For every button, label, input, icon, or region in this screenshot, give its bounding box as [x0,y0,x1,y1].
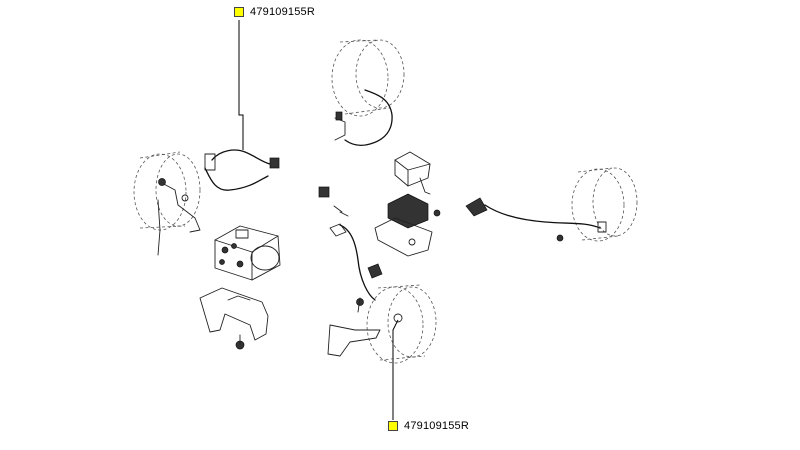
front-right-wheel-outline [331,39,405,117]
leader-lines [238,20,399,420]
part-callout-bottom[interactable]: 479109155R [388,420,469,432]
left-wheel-speed-sensor[interactable] [157,149,280,256]
abs-control-module[interactable] [374,151,441,257]
left-wheel-outline [133,151,201,231]
abs-hydraulic-unit[interactable] [214,225,281,281]
abs-mounting-bracket[interactable] [199,287,269,350]
front-right-wheel-speed-sensor[interactable] [334,89,393,147]
sensor-clip[interactable] [318,186,349,217]
rear-right-wheel-speed-sensor[interactable] [465,197,607,242]
callout-marker [234,7,244,17]
rear-left-wheel-speed-sensor[interactable] [327,223,403,357]
part-reference-number: 479109155R [404,420,470,432]
part-callout-top[interactable]: 479109155R [234,6,315,18]
rear-left-wheel-outline [366,284,437,364]
callout-marker [388,421,398,431]
rear-right-wheel-outline [571,167,638,242]
part-reference-number: 479109155R [250,6,316,18]
